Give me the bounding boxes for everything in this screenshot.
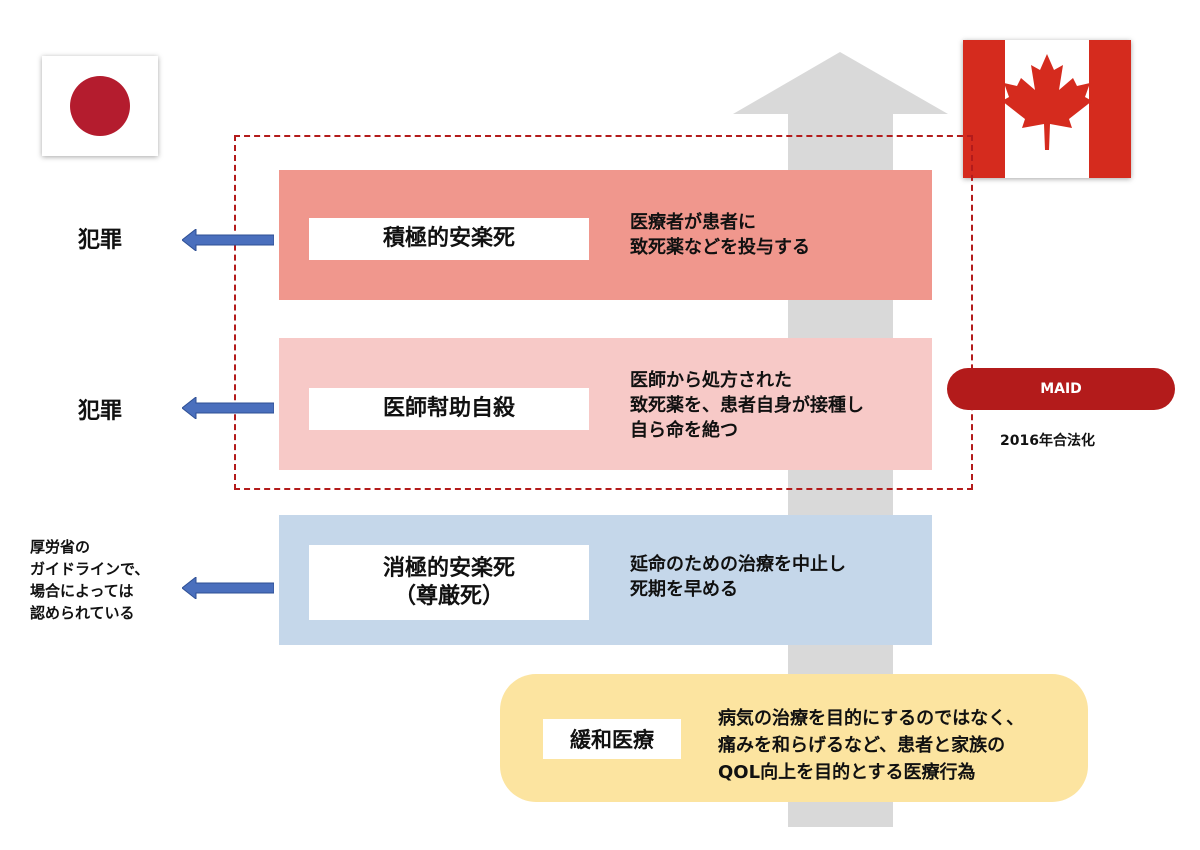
passive-euthanasia-label: 消極的安楽死 （尊厳死）: [309, 545, 589, 620]
japan-status-passive-euthanasia: 厚労省の ガイドラインで、 場合によっては 認められている: [30, 538, 150, 622]
japan-status-active-euthanasia: 犯罪: [78, 228, 123, 253]
japan-flag-icon: [42, 56, 158, 156]
assisted-suicide-description: 医師から処方された 致死薬を、患者自身が接種し 自ら命を絶つ: [630, 370, 864, 441]
left-arrow-icon: [181, 395, 275, 421]
passive-euthanasia-label-line2: （尊厳死）: [393, 583, 504, 609]
passive-euthanasia-label-line1: 消極的安楽死: [382, 556, 515, 581]
palliative-care-description: 病気の治療を目的にするのではなく、 痛みを和らげるなど、患者と家族の QOL向上…: [718, 708, 1025, 783]
active-euthanasia-description: 医療者が患者に 致死薬などを投与する: [630, 212, 810, 258]
maid-legalized-note: 2016年合法化: [1000, 433, 1095, 449]
assisted-suicide-label-text: 医師幇助自殺: [382, 396, 515, 422]
passive-euthanasia-description: 延命のための治療を中止し 死期を早める: [630, 554, 846, 600]
japan-status-assisted-suicide: 犯罪: [78, 399, 123, 424]
assisted-suicide-label: 医師幇助自殺: [309, 388, 589, 430]
canada-flag-icon: [963, 40, 1131, 178]
left-arrow-icon: [181, 575, 275, 601]
canada-legal-scope-boundary: [234, 135, 973, 490]
japan-flag-circle: [70, 76, 130, 136]
palliative-care-label: 緩和医療: [543, 719, 681, 759]
maid-badge: MAID: [947, 368, 1175, 410]
active-euthanasia-label: 積極的安楽死: [309, 218, 589, 260]
maid-badge-text: MAID: [1040, 381, 1082, 397]
active-euthanasia-label-text: 積極的安楽死: [382, 226, 515, 252]
left-arrow-icon: [181, 227, 275, 253]
